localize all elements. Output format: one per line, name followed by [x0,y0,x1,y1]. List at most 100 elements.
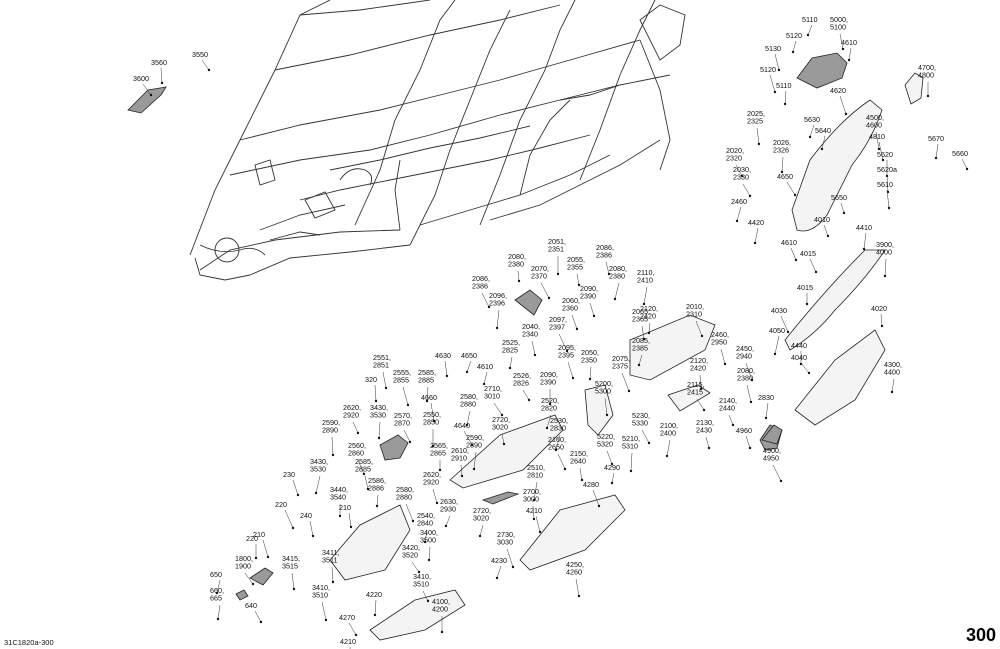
fastener-dot [880,324,884,328]
part-panel-4300 [794,329,886,426]
leader-line [781,156,784,173]
leader-line [424,529,428,543]
fastener-dot [296,493,300,497]
leader-line [426,386,429,402]
callout-label: 5210,5310 [622,434,640,451]
callout-label: 4210 [340,637,356,646]
callout-line: 2120, [690,356,708,365]
leader-line [201,59,210,71]
fastener-dot [642,337,646,341]
callout-line: 2320 [726,154,742,163]
callout-label: 4700,4800 [918,63,936,80]
callout-line: 4250, [566,560,584,569]
callout-line: 2940 [736,352,752,361]
callout-label: 3430,3530 [370,403,388,420]
leader-line [772,464,782,482]
callout-line: 2150, [570,449,588,458]
leader-line [352,421,359,434]
fastener-dot [580,478,584,482]
leader-line [428,546,431,561]
callout-line: 2950 [711,338,727,347]
callout-line: 2620, [423,470,441,479]
callout-label: 2065,2365 [632,307,650,324]
fastener-dot [862,247,866,251]
fastener-dot [495,326,499,330]
leader-line [754,227,759,244]
callout-label: 320 [365,375,377,384]
callout-line: 2650 [548,443,564,452]
callout-line: 3420, [402,543,420,552]
leader-line [509,356,513,369]
callout-line: 2610, [451,446,469,455]
fastener-dot [826,234,830,238]
callout-label: 2060,2360 [562,296,580,313]
callout-label: 3420,3520 [402,543,420,560]
fastener-dot [665,454,669,458]
leader-line [535,515,541,533]
callout-line: 3400, [420,528,438,537]
callout-label: 4100,4200 [432,597,450,614]
callout-line: 2410 [637,276,653,285]
fastener-dot [841,47,845,51]
leader-line [575,578,580,597]
callout-label: 2095,2395 [558,343,576,360]
fastener-dot [356,431,360,435]
callout-label: 2585,2885 [418,368,436,385]
callout-line: 4300, [884,360,902,369]
callout-line: 2570, [394,411,412,420]
leader-line [216,579,221,594]
leader-line [765,402,769,419]
callout-label: 4015 [797,283,813,292]
leader-line [696,398,705,411]
callout-line: 2351 [548,245,564,254]
callout-line: 4000 [876,248,892,257]
leader-line [641,429,650,444]
callout-line: 2851 [373,361,389,370]
callout-line: 2365 [632,315,648,324]
part-bracket-1800 [249,567,274,586]
fastener-dot [207,68,211,72]
callout-line: 2060, [562,296,580,305]
part-seal-3600 [127,86,167,114]
callout-label: 4015 [800,249,816,258]
fastener-dot [700,334,704,338]
leader-line [555,434,561,451]
callout-line: 2070, [531,264,549,273]
fastener-dot [890,390,894,394]
callout-line: 4420 [748,218,764,227]
callout-line: 2355 [567,263,583,272]
callout-line: 2820 [541,404,557,413]
leader-line [756,127,760,145]
fastener-dot [965,167,969,171]
leader-line [839,33,844,50]
callout-line: 4040 [791,353,807,362]
leader-line [809,124,815,138]
leader-line [800,362,810,374]
leader-line [160,67,163,84]
callout-label: 5000,5100 [830,15,848,32]
callout-line: 2030, [733,165,751,174]
fastener-dot [699,387,703,391]
callout-line: 2326 [773,146,789,155]
callout-line: 5100 [830,23,846,32]
callout-line: 4600 [866,121,882,130]
fastener-dot [750,378,754,382]
callout-line: 2080, [508,252,526,261]
callout-line: 2720, [492,415,510,424]
part-bracket-2560 [379,434,409,461]
leader-line [728,414,734,426]
fastener-dot [740,174,744,178]
fastener-dot [794,258,798,262]
callout-label: 3440,3540 [330,485,348,502]
callout-line: 3020 [492,423,508,432]
leader-line [648,322,651,334]
fastener-dot [808,135,812,139]
leader-line [483,371,488,385]
fastener-dot [748,446,752,450]
part-rocker-4230 [519,494,626,571]
callout-line: 2720, [473,506,491,515]
leader-line [839,95,847,115]
callout-label: 2551,2851 [373,353,391,370]
callout-line: 3000 [523,495,539,504]
callout-label: 2020,2320 [726,146,744,163]
